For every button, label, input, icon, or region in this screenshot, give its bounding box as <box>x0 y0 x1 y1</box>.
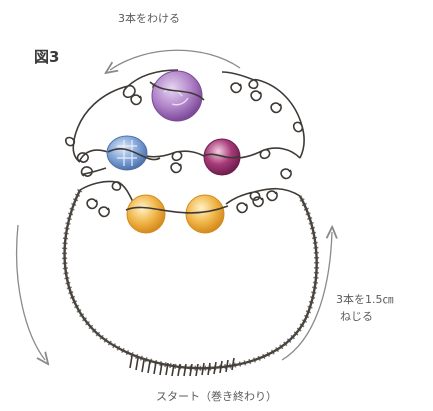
bead-orange-right <box>186 195 224 233</box>
bead-blue <box>107 136 147 170</box>
label-twist-length: 3本を1.5㎝ <box>336 292 394 306</box>
label-split-three: 3本をわける <box>118 11 180 25</box>
bead-purple <box>152 71 202 121</box>
bead-orange-left <box>127 195 165 233</box>
top-direction-arrow <box>110 50 240 70</box>
left-direction-arrow <box>17 225 45 360</box>
label-start-end: スタート（巻き終わり） <box>156 389 277 403</box>
label-twist: ねじる <box>340 310 373 323</box>
figure-label: 図3 <box>34 48 59 66</box>
